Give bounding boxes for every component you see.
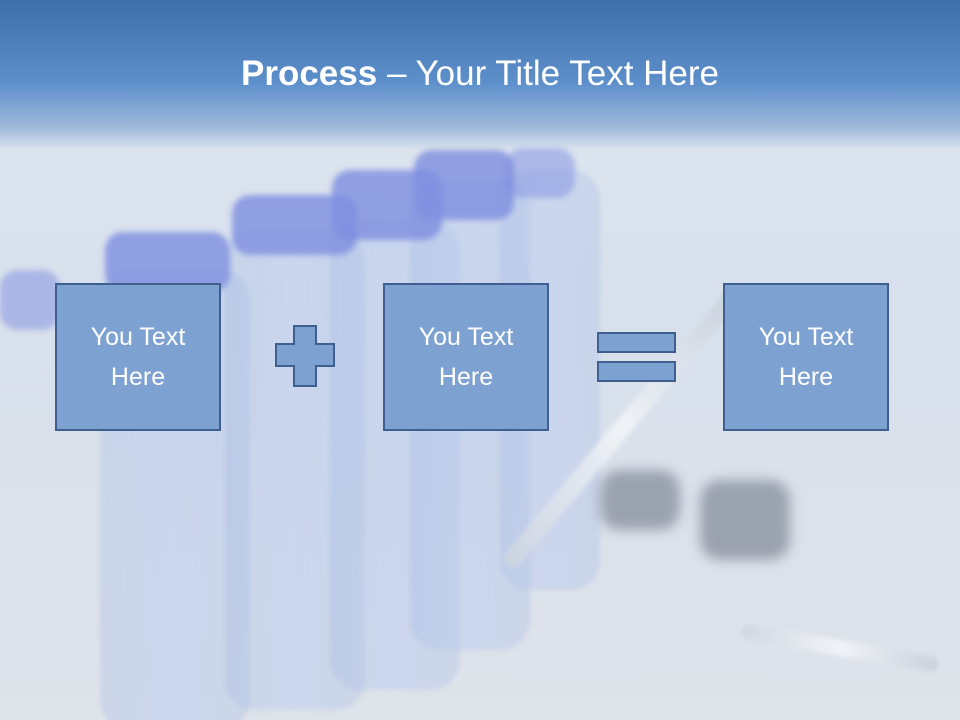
- bg-cap: [0, 270, 60, 330]
- process-box-2-text: You Text Here: [418, 323, 514, 391]
- bg-machine: [600, 470, 680, 530]
- slide-title[interactable]: Process – Your Title Text Here: [0, 52, 960, 96]
- process-box-3[interactable]: You Text Here: [723, 283, 889, 431]
- bg-cap: [105, 232, 230, 292]
- bg-machine: [700, 480, 790, 560]
- title-bold: Process: [241, 54, 378, 93]
- title-bar: [0, 0, 960, 150]
- process-box-3-text: You Text Here: [758, 323, 854, 391]
- bg-cap: [414, 150, 514, 220]
- bg-cap: [505, 148, 575, 198]
- process-box-1-text: You Text Here: [90, 323, 186, 391]
- process-box-1[interactable]: You Text Here: [55, 283, 221, 431]
- bg-rail: [740, 622, 940, 674]
- title-rest: – Your Title Text Here: [377, 54, 719, 93]
- process-box-2[interactable]: You Text Here: [383, 283, 549, 431]
